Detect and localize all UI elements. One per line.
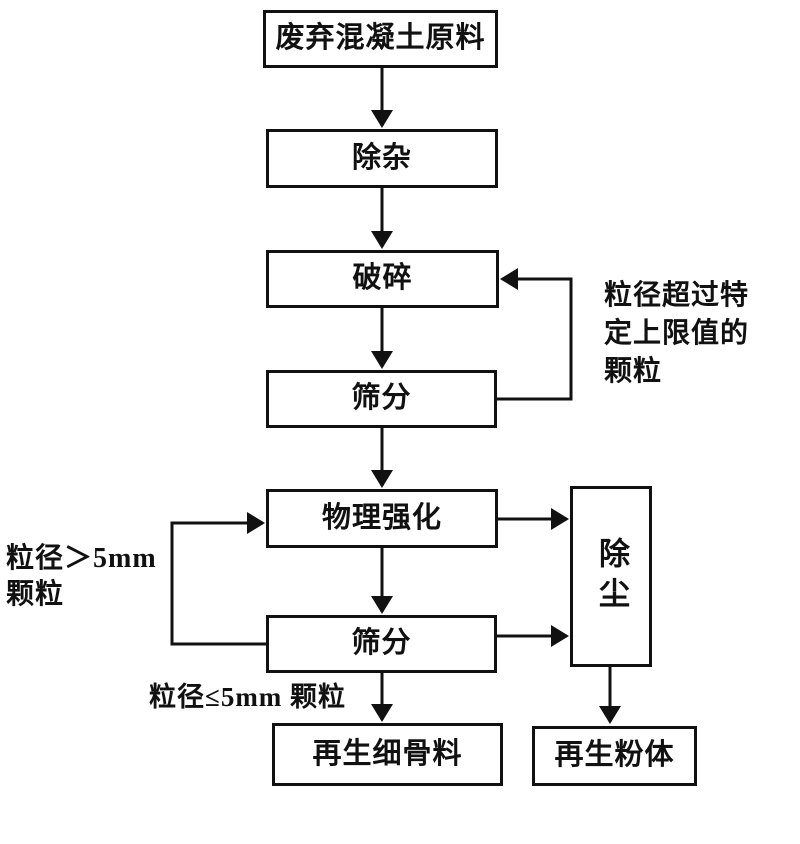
annotation-particles-le-5mm: 粒径≤5mm 颗粒 (149, 682, 347, 712)
annotation-oversize-particles: 粒径超过特 定上限值的 颗粒 (604, 277, 749, 391)
annotation-particles-gt-5mm: 粒径＞5mm 颗粒 (6, 541, 157, 613)
node-physical-strengthening: 物理强化 (266, 489, 498, 548)
node-recycled-powder: 再生粉体 (532, 726, 697, 786)
annotation-line: 粒径＞5mm (6, 543, 157, 574)
node-crushing: 破碎 (266, 250, 499, 308)
node-screening-primary: 筛分 (266, 370, 497, 428)
node-dust-removal: 除尘 (570, 486, 652, 667)
node-recycled-fine-aggregate: 再生细骨料 (272, 723, 503, 786)
annotation-line: 颗粒 (604, 356, 663, 387)
annotation-line: 颗粒 (6, 579, 65, 610)
arrow-loop-gt5mm-to-strengthening (170, 512, 266, 646)
node-screening-secondary: 筛分 (266, 615, 497, 673)
arrow-loop-oversize-to-crushing (497, 268, 573, 401)
annotation-line: 粒径超过特 (604, 280, 750, 311)
node-waste-concrete: 废弃混凝土原料 (263, 10, 498, 68)
node-impurity-removal: 除杂 (266, 129, 498, 188)
annotation-line: 定上限值的 (604, 318, 750, 349)
